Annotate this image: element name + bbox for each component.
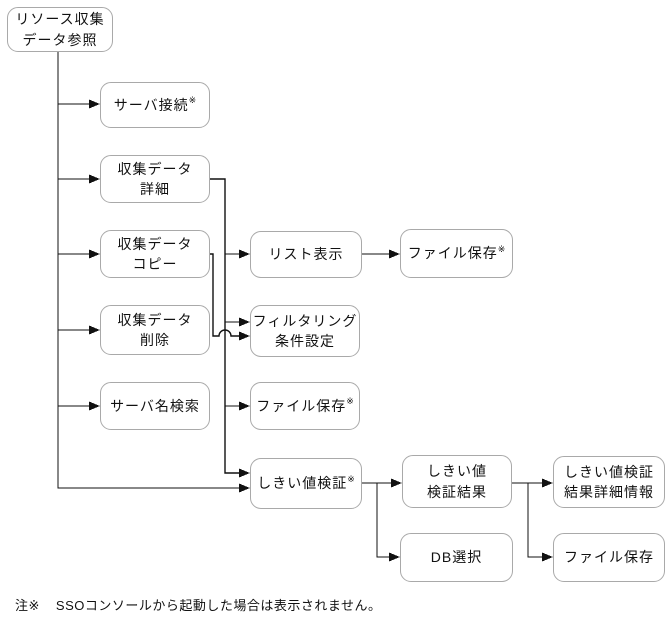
node-label: ファイル保存※ [256,396,354,416]
footnote-mark-icon: ※ [497,243,506,254]
node-collected-data-copy: 収集データ コピー [100,230,210,278]
node-filtering-condition: フィルタリング 条件設定 [250,305,360,357]
node-label-text: サーバ接続 [113,96,189,113]
copy-to-filtering-line [210,253,239,337]
footnote: 注※ SSOコンソールから起動した場合は表示されません。 [15,595,381,614]
node-label: しきい値 検証結果 [427,463,487,500]
node-server-name-search: サーバ名検索 [100,382,210,430]
node-server-connect: サーバ接続※ [100,82,210,128]
footnote-mark-icon: ※ [347,473,355,484]
arrowheads [89,99,553,562]
footnote-text: SSOコンソールから起動した場合は表示されません。 [55,598,382,613]
footnote-prefix: 注※ [15,598,40,613]
node-label: 収集データ コピー [117,235,193,272]
node-label: サーバ接続※ [114,95,196,115]
footnote-mark-icon: ※ [346,396,354,407]
node-label: ファイル保存※ [408,243,506,263]
node-threshold-verify: しきい値検証※ [250,458,362,509]
node-label: しきい値検証※ [257,473,355,493]
node-threshold-verify-result: しきい値 検証結果 [402,455,512,508]
result-branch-filesave-line [527,483,542,558]
node-label: 収集データ 詳細 [117,160,193,197]
node-resource-collect-data-reference: リソース収集 データ参照 [7,7,113,52]
node-list-view: リスト表示 [250,231,362,278]
trunk-line [57,52,239,489]
node-label: ファイル保存 [564,549,654,566]
node-file-save-top: ファイル保存※ [400,229,513,278]
node-collected-data-delete: 収集データ 削除 [100,305,210,355]
node-label: サーバ名検索 [110,397,200,414]
node-db-select: DB選択 [400,533,513,582]
node-label: しきい値検証 結果詳細情報 [564,463,654,500]
node-label: DB選択 [430,549,483,566]
node-label: リソース収集 データ参照 [15,11,105,48]
detail-bus-line [210,178,239,474]
footnote-mark-icon: ※ [188,95,197,106]
node-label-text: しきい値検証 [257,475,348,492]
node-file-save-middle: ファイル保存※ [250,382,360,430]
node-file-save-bottom: ファイル保存 [553,533,665,582]
node-collected-data-detail: 収集データ 詳細 [100,155,210,203]
node-label: フィルタリング 条件設定 [252,312,358,349]
node-label: 収集データ 削除 [117,311,193,348]
node-label-text: ファイル保存 [256,397,347,414]
node-label: リスト表示 [268,246,344,263]
node-label-text: ファイル保存 [407,245,498,262]
node-threshold-result-detail-info: しきい値検証 結果詳細情報 [553,456,665,508]
threshold-branch-db-line [376,483,389,558]
